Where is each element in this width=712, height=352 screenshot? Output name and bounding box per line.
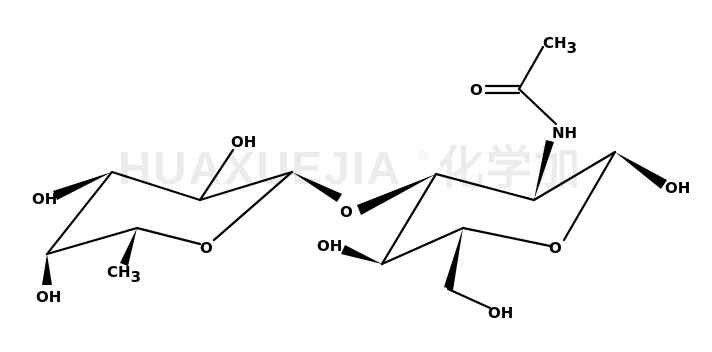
- wedge-oh-bottom: [42, 254, 52, 285]
- watermark-registered: ®: [418, 147, 429, 163]
- bond-oring-c1-left: [135, 226, 202, 246]
- bond-c1-c2-left: [45, 226, 139, 256]
- wedge-nh: [534, 140, 554, 200]
- bond-oring-c5-right: [461, 226, 552, 248]
- wedge-ch2oh: [444, 228, 463, 290]
- label-oh-anomeric: OH: [665, 179, 690, 197]
- bond-c4-c3-right: [380, 172, 438, 266]
- label-oh-ring1-left: OH: [32, 190, 57, 208]
- label-o-glycosidic: O: [340, 203, 353, 221]
- left-ring: [42, 148, 294, 285]
- label-oh-ring2-c3: OH: [317, 237, 342, 255]
- bond-c3-c2-right: [434, 172, 536, 202]
- watermark-chinese: 化学加: [438, 142, 582, 194]
- wedge-oh-left: [53, 172, 112, 200]
- label-ch3-top: CH3: [543, 34, 577, 57]
- glycosidic-link: [292, 172, 436, 215]
- label-o-ring1: O: [200, 239, 213, 257]
- wedge-ch3-left: [120, 228, 137, 266]
- bond-oh-top-left: [198, 148, 235, 202]
- wedge-oh-anomeric: [615, 152, 667, 189]
- wedge-glycosidic-right: [357, 174, 436, 215]
- label-o-ring2: O: [549, 239, 562, 257]
- watermark-text: HUAXUEJIA: [118, 142, 402, 194]
- bond-carbonyl-ch3: [517, 45, 545, 91]
- atom-labels: CH3 O NH OH O OH O OH OH OH O OH CH3: [32, 34, 690, 322]
- label-oh-ring1-top: OH: [231, 133, 256, 151]
- bond-c2-c3-left: [45, 170, 114, 256]
- bond-c1-oring-right: [562, 150, 617, 242]
- label-nh: NH: [552, 124, 577, 142]
- label-oh-ch2: OH: [488, 304, 513, 322]
- wedge-oh-c4-right: [341, 245, 382, 264]
- bond-c4-c5-left: [198, 170, 294, 202]
- label-o-carbonyl: O: [470, 81, 483, 99]
- bond-c3-c4-left: [110, 170, 202, 202]
- bond-c5-c4-right: [380, 226, 465, 266]
- right-ring: [341, 45, 667, 310]
- bond-c5-oring-left: [212, 170, 294, 242]
- bond-ch2-oh: [446, 287, 492, 310]
- wedge-glycosidic-left: [292, 172, 342, 202]
- bond-nh-carbonyl: [517, 87, 558, 126]
- label-oh-ring1-bottom: OH: [36, 288, 61, 306]
- bond-c2-c1-right: [532, 150, 617, 202]
- label-ch3-ring1: CH3: [107, 263, 141, 286]
- watermark: HUAXUEJIA ® 化学加: [118, 142, 582, 194]
